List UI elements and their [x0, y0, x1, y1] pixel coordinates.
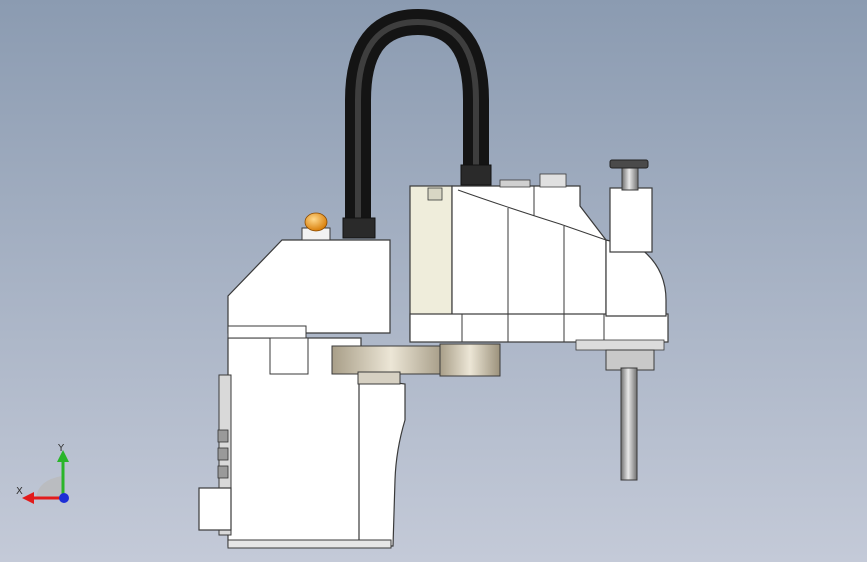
y-axis-arrow: [57, 450, 69, 462]
first-arm-link: [331, 345, 451, 375]
base-neck-plate: [227, 325, 307, 339]
base-foot: [227, 539, 392, 549]
triad-plane: [36, 476, 62, 498]
spline-collar-top: [609, 159, 649, 169]
base-neck-block: [269, 337, 309, 375]
spline-shaft: [620, 367, 638, 481]
x-axis-arrow: [22, 492, 34, 504]
spline-shaft-top: [621, 165, 639, 191]
axis-triad: X Y: [14, 440, 74, 510]
spline-upper-housing: [609, 187, 653, 253]
arm2-panel-window: [427, 187, 443, 201]
joint1-cylinder: [357, 371, 401, 385]
arm2-bottom-strip: [575, 339, 665, 351]
arm2-top-fittings: [499, 179, 531, 188]
status-lamp: [304, 212, 328, 232]
z-axis-dot: [59, 493, 69, 503]
cable-hose-highlight: [355, 18, 479, 228]
arm2-housing-edge: [457, 189, 607, 241]
axis-triad-graphic: [22, 450, 69, 504]
arm2-bottom-plate: [409, 313, 669, 343]
cable-fitting-arm: [460, 164, 492, 186]
connector-3: [217, 465, 229, 479]
base-rear-cover: [358, 377, 406, 547]
x-axis-label: X: [16, 486, 23, 497]
cable-fitting-base: [342, 217, 376, 239]
spline-collar-bottom: [605, 349, 655, 371]
joint2-bearing: [439, 343, 501, 377]
connector-2: [217, 447, 229, 461]
y-axis-label: Y: [58, 443, 65, 454]
arm2-top-connector: [539, 173, 567, 188]
side-box: [198, 487, 232, 531]
connector-1: [217, 429, 229, 443]
